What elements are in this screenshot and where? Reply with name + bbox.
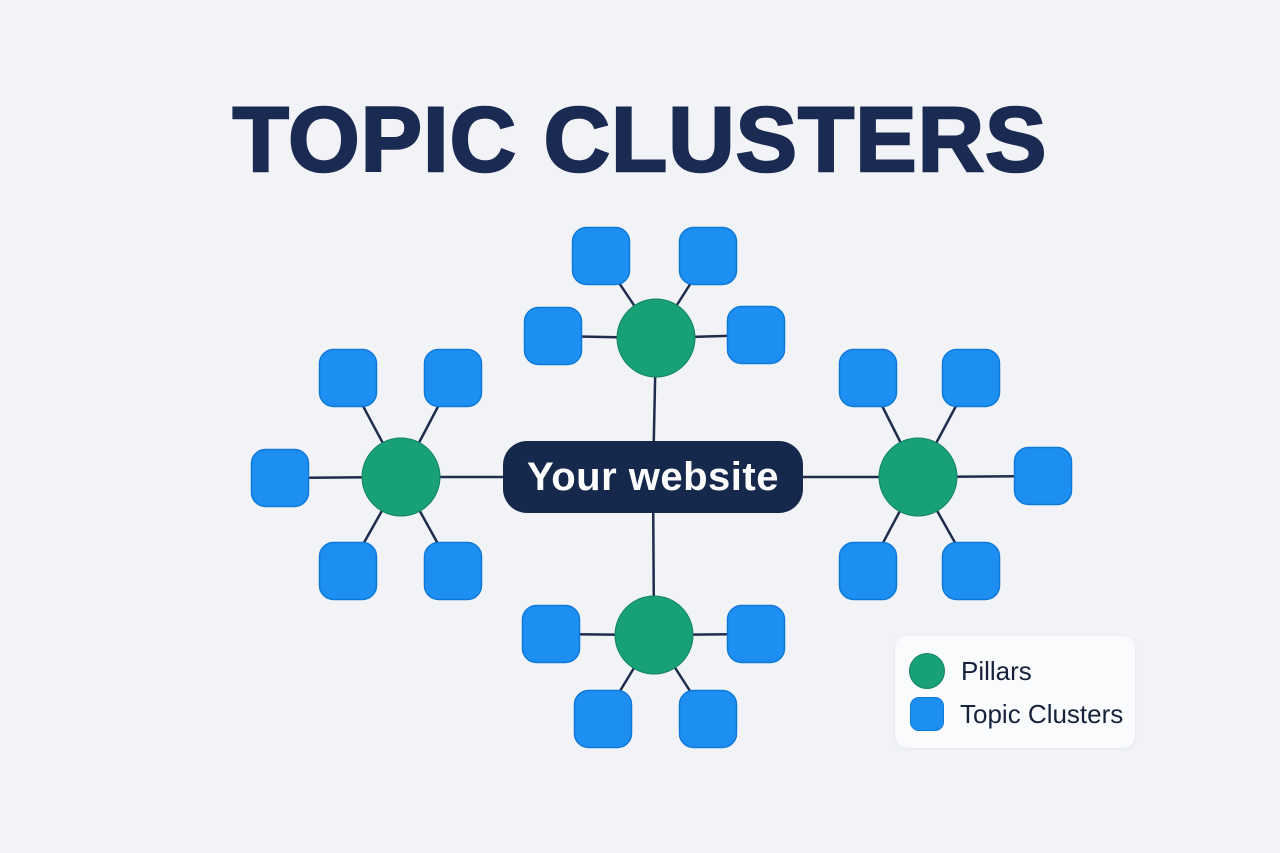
topic-cluster-node (838, 541, 898, 601)
your-website-node: Your website (503, 441, 803, 513)
pillar-top (616, 298, 696, 378)
topic-cluster-node (726, 305, 786, 365)
pillar-swatch-icon (909, 653, 945, 689)
legend-row-pillars: Pillars (909, 653, 1135, 689)
pillar-left (361, 437, 441, 517)
topic-cluster-swatch-icon (910, 697, 944, 731)
your-website-label: Your website (527, 454, 779, 499)
pillar-right (878, 437, 958, 517)
topic-cluster-node (678, 226, 738, 286)
legend-label-topic-clusters: Topic Clusters (960, 698, 1124, 729)
topic-cluster-node (423, 348, 483, 408)
legend: Pillars Topic Clusters (895, 636, 1135, 748)
topic-cluster-node (941, 348, 1001, 408)
topic-cluster-node (318, 541, 378, 601)
page-title: TOPIC CLUSTERS (231, 88, 1048, 193)
topic-cluster-node (838, 348, 898, 408)
legend-row-topic-clusters: Topic Clusters (909, 697, 1135, 731)
topic-cluster-node (941, 541, 1001, 601)
topic-cluster-node (573, 689, 633, 749)
topic-cluster-node (318, 348, 378, 408)
topic-cluster-node (1013, 446, 1073, 506)
topic-cluster-node (523, 306, 583, 366)
topic-cluster-node (571, 226, 631, 286)
pillar-bottom (614, 595, 694, 675)
topic-cluster-node (521, 604, 581, 664)
topic-cluster-node (250, 448, 310, 508)
topic-cluster-node (678, 689, 738, 749)
topic-cluster-node (423, 541, 483, 601)
topic-cluster-node (726, 604, 786, 664)
legend-label-pillars: Pillars (961, 655, 1032, 686)
